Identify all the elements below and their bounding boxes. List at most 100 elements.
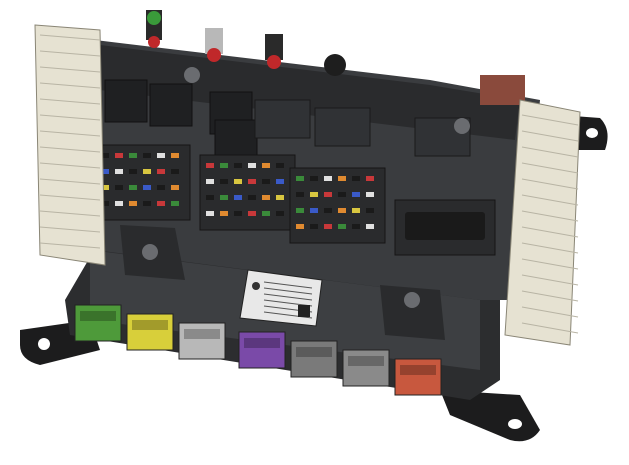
fuse xyxy=(220,195,228,200)
fuse xyxy=(324,208,332,213)
fuse xyxy=(220,163,228,168)
fuse xyxy=(157,153,165,158)
fuse xyxy=(220,211,228,216)
screw-icon xyxy=(142,244,158,260)
fuse xyxy=(129,153,137,158)
fuse xyxy=(101,185,109,190)
relay xyxy=(104,79,148,123)
bracket-hole xyxy=(38,338,50,350)
fuse xyxy=(262,179,270,184)
connector-rib xyxy=(521,306,579,318)
fuse xyxy=(310,176,318,181)
terminal-red xyxy=(148,36,160,48)
housing-top xyxy=(100,45,520,140)
bottom-connector xyxy=(238,331,286,369)
diagnostic-port xyxy=(405,212,485,240)
fuse xyxy=(366,208,374,213)
connector-rib xyxy=(521,130,579,142)
connector-rib xyxy=(39,114,101,121)
bracket-hole xyxy=(586,128,598,138)
terminal xyxy=(265,34,283,60)
fuse xyxy=(157,201,165,206)
fuse xyxy=(338,192,346,197)
fuse xyxy=(352,176,360,181)
fuse xyxy=(206,195,214,200)
connector-rib xyxy=(521,274,579,286)
bottom-connector xyxy=(126,313,174,351)
connector-rib xyxy=(521,258,579,270)
connector-rib xyxy=(39,242,101,249)
connector-rib xyxy=(521,146,579,158)
fuse xyxy=(101,153,109,158)
connector-rib xyxy=(39,162,101,169)
fuse xyxy=(352,224,360,229)
fuse xyxy=(129,201,137,206)
fuse xyxy=(310,208,318,213)
bracket-hole xyxy=(508,419,522,429)
fuse xyxy=(248,195,256,200)
fuse xyxy=(220,179,228,184)
fuse xyxy=(324,224,332,229)
connector-rib xyxy=(39,130,101,137)
fuse xyxy=(115,169,123,174)
power-terminals xyxy=(146,10,346,76)
bottom-connector xyxy=(394,358,442,396)
fuse xyxy=(352,208,360,213)
connector-rib xyxy=(39,194,101,201)
fuse xyxy=(143,153,151,158)
fuse xyxy=(171,153,179,158)
connector-rib xyxy=(521,226,579,238)
label-qr-code xyxy=(298,305,310,317)
connector-rib xyxy=(39,50,101,57)
connector-latch xyxy=(400,365,436,375)
terminal-red xyxy=(267,55,281,69)
label-text-line xyxy=(263,293,313,301)
fuse xyxy=(234,195,242,200)
fuse xyxy=(101,169,109,174)
label-text-line xyxy=(263,281,313,289)
bottom-connector xyxy=(290,340,338,378)
fuse xyxy=(129,169,137,174)
fuse xyxy=(262,211,270,216)
connector-latch xyxy=(348,356,384,366)
fuse xyxy=(129,185,137,190)
terminal xyxy=(205,28,223,54)
right-side-connector xyxy=(504,99,581,346)
fuse xyxy=(248,179,256,184)
relay xyxy=(149,83,193,127)
fuse xyxy=(143,201,151,206)
fuse xyxy=(296,208,304,213)
fuse xyxy=(157,185,165,190)
label-text-line xyxy=(263,287,313,295)
fuse xyxy=(366,176,374,181)
fuse xyxy=(366,192,374,197)
screw-icon xyxy=(184,67,200,83)
connector-latch xyxy=(244,338,280,348)
connector-rib xyxy=(39,82,101,89)
relay-socket xyxy=(254,99,311,139)
fuse xyxy=(352,192,360,197)
connector-rib xyxy=(521,178,579,190)
fuse xyxy=(206,163,214,168)
fuse xyxy=(324,176,332,181)
fuse xyxy=(248,211,256,216)
bottom-connector xyxy=(178,322,226,360)
fuse xyxy=(296,192,304,197)
connector-rib xyxy=(39,98,101,105)
left-side-connector xyxy=(34,24,106,266)
label-logo xyxy=(252,282,260,290)
fuse xyxy=(296,224,304,229)
fuse xyxy=(276,211,284,216)
connector-rib xyxy=(39,34,101,41)
terminal-black xyxy=(324,54,346,76)
connector-rib xyxy=(39,66,101,73)
terminal-green-cap xyxy=(147,11,161,25)
connector-rib xyxy=(521,162,579,174)
connector-rib xyxy=(39,178,101,185)
fuse xyxy=(171,169,179,174)
fuse xyxy=(171,185,179,190)
mount-boss xyxy=(380,285,445,340)
connector-latch xyxy=(296,347,332,357)
connector-rib xyxy=(521,322,579,334)
